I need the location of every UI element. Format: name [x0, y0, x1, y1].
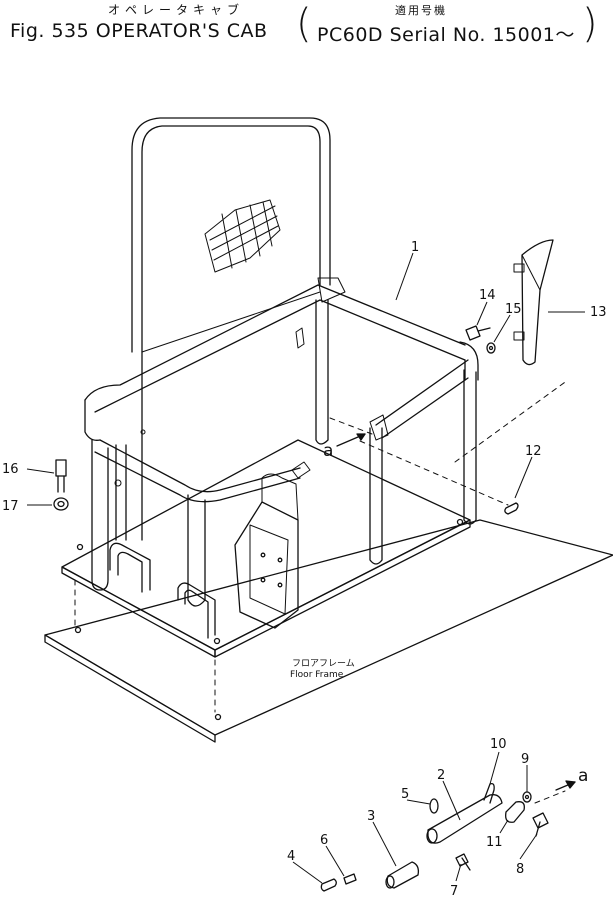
top-rails	[84, 277, 479, 441]
pin-12	[504, 502, 519, 515]
callout-6: 6	[320, 833, 328, 848]
part-9	[522, 791, 532, 803]
washer-17	[53, 497, 69, 511]
callout-1: 1	[411, 240, 419, 255]
callout-2: 2	[437, 768, 445, 783]
serial-close-paren: )	[582, 1, 598, 47]
frame-brackets	[114, 327, 311, 487]
callouts: 1 2 3 4 5 6 7 8 9 10 11 12 13 14 15 16 1…	[2, 240, 607, 899]
part-11	[505, 801, 525, 823]
rear-guard	[131, 117, 331, 541]
foot-rest	[109, 542, 216, 639]
part-10	[483, 782, 495, 804]
floor-frame	[44, 519, 613, 743]
arrow-a-label-upper: a	[323, 441, 333, 461]
figure-header: オペレータキャブ 適用号機 Fig. 535 OPERATOR'S CAB ( …	[0, 0, 613, 50]
leader-lines	[26, 252, 585, 884]
callout-4: 4	[287, 849, 295, 864]
posts	[91, 299, 477, 607]
mesh-panel	[204, 199, 281, 273]
callout-10: 10	[490, 737, 507, 752]
callout-14: 14	[479, 288, 496, 303]
callout-12: 12	[525, 444, 542, 459]
part-8	[532, 812, 549, 837]
part-6	[343, 873, 357, 885]
part-7	[455, 853, 471, 871]
callout-8: 8	[516, 862, 524, 877]
callout-16: 16	[2, 462, 19, 477]
callout-7: 7	[450, 884, 458, 899]
assembly-3	[385, 861, 420, 889]
right-side-rail	[369, 359, 469, 441]
callout-9: 9	[521, 752, 529, 767]
japanese-applicability: 適用号機	[395, 4, 447, 17]
arrow-a-upper	[336, 433, 366, 447]
serial-range: PC60D Serial No. 15001～	[317, 24, 575, 46]
part-4	[320, 878, 337, 892]
figure-title: Fig. 535 OPERATOR'S CAB	[10, 20, 268, 42]
floor-frame-label-en: Floor Frame	[290, 670, 344, 680]
seat-mount	[234, 473, 299, 629]
callout-17: 17	[2, 499, 19, 514]
callout-13: 13	[590, 305, 607, 320]
serial-open-paren: (	[296, 1, 312, 47]
cab-base-plate	[61, 439, 471, 658]
arrow-a-label-lower: a	[578, 766, 588, 786]
side-panel-13	[513, 239, 554, 366]
part-5	[429, 798, 439, 814]
projection-lines	[74, 379, 569, 804]
assembly-2	[426, 794, 503, 844]
floor-frame-label-jp: フロアフレーム	[292, 658, 355, 669]
japanese-title: オペレータキャブ	[108, 3, 245, 17]
callout-15: 15	[505, 302, 522, 317]
callout-5: 5	[401, 787, 409, 802]
arrow-a-lower	[555, 780, 576, 791]
bolt-16	[55, 459, 67, 493]
front-left-rail	[94, 439, 301, 503]
washer-15	[486, 342, 496, 354]
callout-11: 11	[486, 835, 503, 850]
callout-3: 3	[367, 809, 375, 824]
bolt-14	[465, 325, 491, 341]
